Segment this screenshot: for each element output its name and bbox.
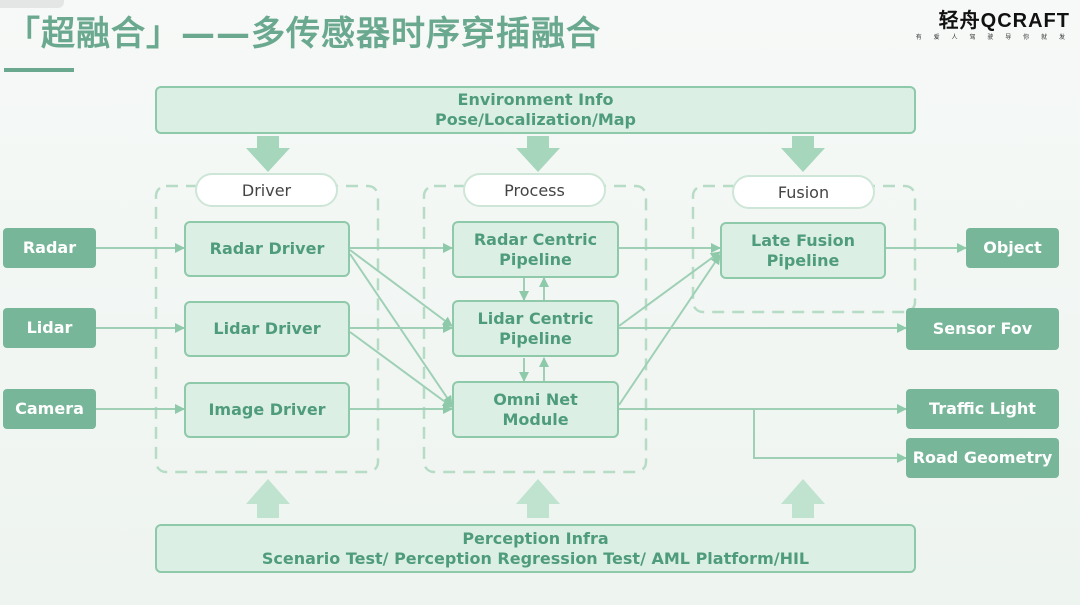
late-fusion-pipeline-box: Late Fusion Pipeline [720, 222, 886, 279]
infra-up-arrow-process [516, 479, 560, 518]
env-down-arrow-driver [246, 136, 290, 172]
infra-up-arrow-driver [246, 479, 290, 518]
arrow-lidardriver-omni [349, 331, 453, 408]
omni-net-label-1: Omni Net [493, 389, 578, 409]
image-driver-box: Image Driver [184, 382, 350, 438]
environment-info-bar: Environment Info Pose/Localization/Map [155, 86, 916, 134]
driver-group-label: Driver [195, 173, 338, 207]
brand-name: 轻舟QCRAFT [938, 10, 1070, 32]
radar-driver-box: Radar Driver [184, 221, 350, 277]
brand-tagline: 有 爱 人 驾 驶 导 你 就 发 [915, 34, 1070, 41]
lidar-centric-pipeline-box: Lidar Centric Pipeline [452, 300, 619, 357]
arrow-radardriver-lidarpipe [349, 249, 453, 327]
output-road-geometry: Road Geometry [906, 438, 1059, 478]
infra-up-arrow-fusion [781, 479, 825, 518]
output-traffic-light: Traffic Light [906, 389, 1059, 429]
sensor-lidar: Lidar [3, 308, 96, 348]
env-down-arrow-fusion [781, 136, 825, 172]
radar-centric-label-2: Pipeline [499, 249, 572, 269]
omni-net-label-2: Module [502, 409, 569, 429]
window-tab [0, 0, 64, 8]
fusion-group-label: Fusion [732, 175, 875, 209]
radar-centric-label-1: Radar Centric [473, 229, 598, 249]
perception-infra-title: Perception Infra [462, 528, 609, 548]
radar-centric-pipeline-box: Radar Centric Pipeline [452, 221, 619, 278]
arrow-radardriver-omni [349, 253, 453, 406]
output-object: Object [966, 228, 1059, 268]
sensor-camera: Camera [3, 389, 96, 429]
process-group-label: Process [463, 173, 606, 207]
env-down-arrow-process [516, 136, 560, 172]
late-fusion-label-1: Late Fusion [751, 230, 855, 250]
page-title: 「超融合」——多传感器时序穿插融合 [6, 14, 601, 54]
output-sensor-fov: Sensor Fov [906, 308, 1059, 350]
lidar-centric-label-2: Pipeline [499, 328, 572, 348]
environment-info-detail: Pose/Localization/Map [434, 110, 636, 129]
sensor-radar: Radar [3, 228, 96, 268]
arrow-omni-roadgeometry [753, 409, 907, 463]
perception-infra-bar: Perception Infra Scenario Test/ Percepti… [155, 524, 916, 573]
omni-net-module-box: Omni Net Module [452, 381, 619, 438]
perception-infra-detail: Scenario Test/ Perception Regression Tes… [261, 548, 810, 568]
environment-info-title: Environment Info [457, 90, 614, 109]
title-underline [4, 68, 74, 72]
brand-logo: 轻舟QCRAFT 有 爱 人 驾 驶 导 你 就 发 [916, 4, 1070, 41]
late-fusion-label-2: Pipeline [766, 250, 840, 270]
lidar-centric-label-1: Lidar Centric [477, 308, 594, 328]
lidar-driver-box: Lidar Driver [184, 301, 350, 357]
arrow-lidarpipe-fusion [618, 251, 721, 327]
arrow-omni-fusion [618, 254, 721, 406]
